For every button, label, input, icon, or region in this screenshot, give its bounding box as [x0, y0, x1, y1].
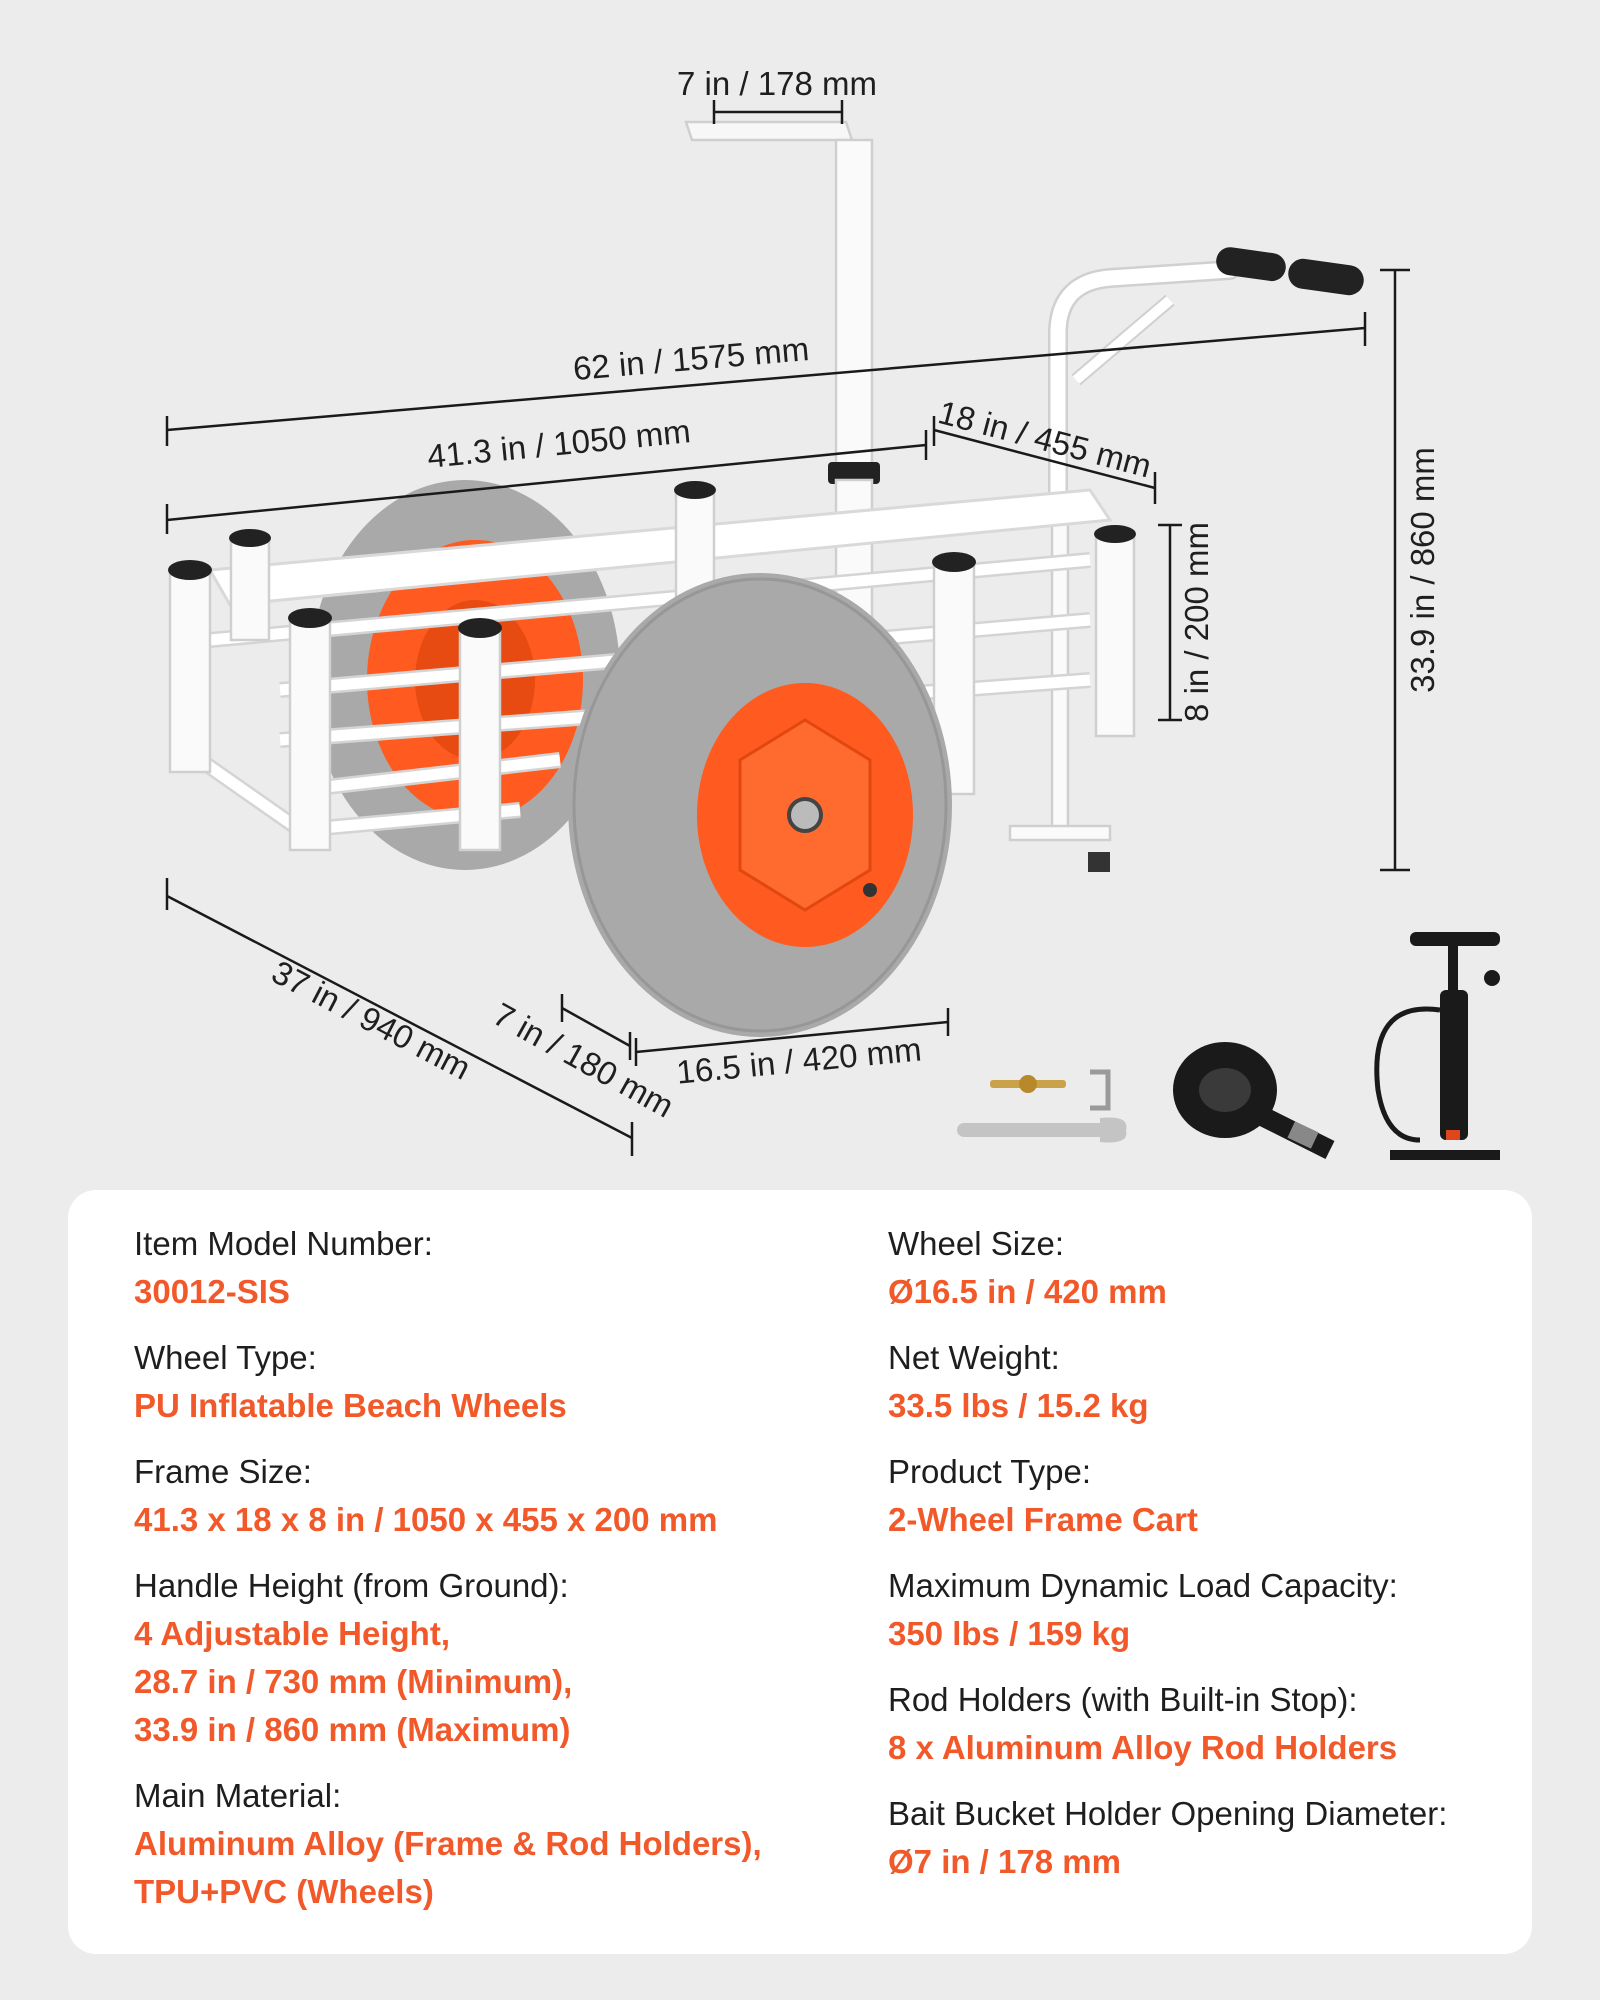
- spec-label: Wheel Size:: [888, 1225, 1065, 1262]
- spec-load-capacity: Maximum Dynamic Load Capacity: 350 lbs /…: [888, 1562, 1528, 1658]
- spec-value: 2-Wheel Frame Cart: [888, 1501, 1198, 1538]
- spec-value: 33.9 in / 860 mm (Maximum): [134, 1711, 571, 1748]
- spec-main-material: Main Material: Aluminum Alloy (Frame & R…: [134, 1772, 834, 1916]
- specs-left-column: Item Model Number: 30012-SIS Wheel Type:…: [134, 1220, 834, 1934]
- spec-value: Ø7 in / 178 mm: [888, 1843, 1121, 1880]
- spec-label: Item Model Number:: [134, 1225, 433, 1262]
- spec-value: 4 Adjustable Height,: [134, 1615, 450, 1652]
- bait-bucket-holder: [684, 120, 880, 642]
- spec-value: 30012-SIS: [134, 1273, 290, 1310]
- spec-label: Main Material:: [134, 1777, 342, 1814]
- product-dimension-diagram: 7 in / 178 mm 62 in / 1575 mm 41.3 in / …: [165, 65, 1500, 1160]
- wrench-tools-icon: [957, 1069, 1127, 1143]
- spec-product-type: Product Type: 2-Wheel Frame Cart: [888, 1448, 1528, 1544]
- dim-frame-depth: 8 in / 200 mm: [1178, 522, 1215, 722]
- spec-rod-holders: Rod Holders (with Built-in Stop): 8 x Al…: [888, 1676, 1528, 1772]
- spec-label: Net Weight:: [888, 1339, 1060, 1376]
- spec-value: 33.5 lbs / 15.2 kg: [888, 1387, 1149, 1424]
- spec-value: 28.7 in / 730 mm (Minimum),: [134, 1663, 573, 1700]
- spec-bucket-opening: Bait Bucket Holder Opening Diameter: Ø7 …: [888, 1790, 1528, 1886]
- spec-value: TPU+PVC (Wheels): [134, 1873, 434, 1910]
- spec-value: Aluminum Alloy (Frame & Rod Holders),: [134, 1825, 762, 1862]
- spec-label: Handle Height (from Ground):: [134, 1567, 569, 1604]
- spec-value: 350 lbs / 159 kg: [888, 1615, 1131, 1652]
- dimension-lines: [165, 100, 1410, 1156]
- spec-label: Product Type:: [888, 1453, 1092, 1490]
- spec-handle-height: Handle Height (from Ground): 4 Adjustabl…: [134, 1562, 834, 1754]
- spec-label: Frame Size:: [134, 1453, 312, 1490]
- dim-tire-width: 7 in / 180 mm: [487, 995, 680, 1124]
- specs-right-column: Wheel Size: Ø16.5 in / 420 mm Net Weight…: [888, 1220, 1528, 1904]
- spec-model-number: Item Model Number: 30012-SIS: [134, 1220, 834, 1316]
- spec-value: 8 x Aluminum Alloy Rod Holders: [888, 1729, 1398, 1766]
- spec-label: Bait Bucket Holder Opening Diameter:: [888, 1795, 1448, 1832]
- front-wheel: [568, 573, 952, 1037]
- specs-card: Item Model Number: 30012-SIS Wheel Type:…: [68, 1190, 1532, 1954]
- dim-wheel-diameter: 16.5 in / 420 mm: [675, 1030, 923, 1090]
- strap-icon: [1173, 1042, 1335, 1159]
- dim-frame-length: 41.3 in / 1050 mm: [426, 412, 693, 475]
- spec-frame-size: Frame Size: 41.3 x 18 x 8 in / 1050 x 45…: [134, 1448, 834, 1544]
- dim-overall-width: 37 in / 940 mm: [266, 953, 477, 1087]
- spec-wheel-type: Wheel Type: PU Inflatable Beach Wheels: [134, 1334, 834, 1430]
- spec-net-weight: Net Weight: 33.5 lbs / 15.2 kg: [888, 1334, 1528, 1430]
- dim-handle-height: 33.9 in / 860 mm: [1404, 447, 1441, 693]
- spec-label: Maximum Dynamic Load Capacity:: [888, 1567, 1398, 1604]
- spec-value: 41.3 x 18 x 8 in / 1050 x 455 x 200 mm: [134, 1501, 718, 1538]
- spec-wheel-size: Wheel Size: Ø16.5 in / 420 mm: [888, 1220, 1528, 1316]
- dim-bucket-opening: 7 in / 178 mm: [677, 65, 877, 102]
- spec-label: Wheel Type:: [134, 1339, 317, 1376]
- spec-label: Rod Holders (with Built-in Stop):: [888, 1681, 1358, 1718]
- spec-value: Ø16.5 in / 420 mm: [888, 1273, 1167, 1310]
- hand-pump-icon: [1374, 932, 1500, 1160]
- spec-value: PU Inflatable Beach Wheels: [134, 1387, 567, 1424]
- rod-holders: [168, 481, 1136, 852]
